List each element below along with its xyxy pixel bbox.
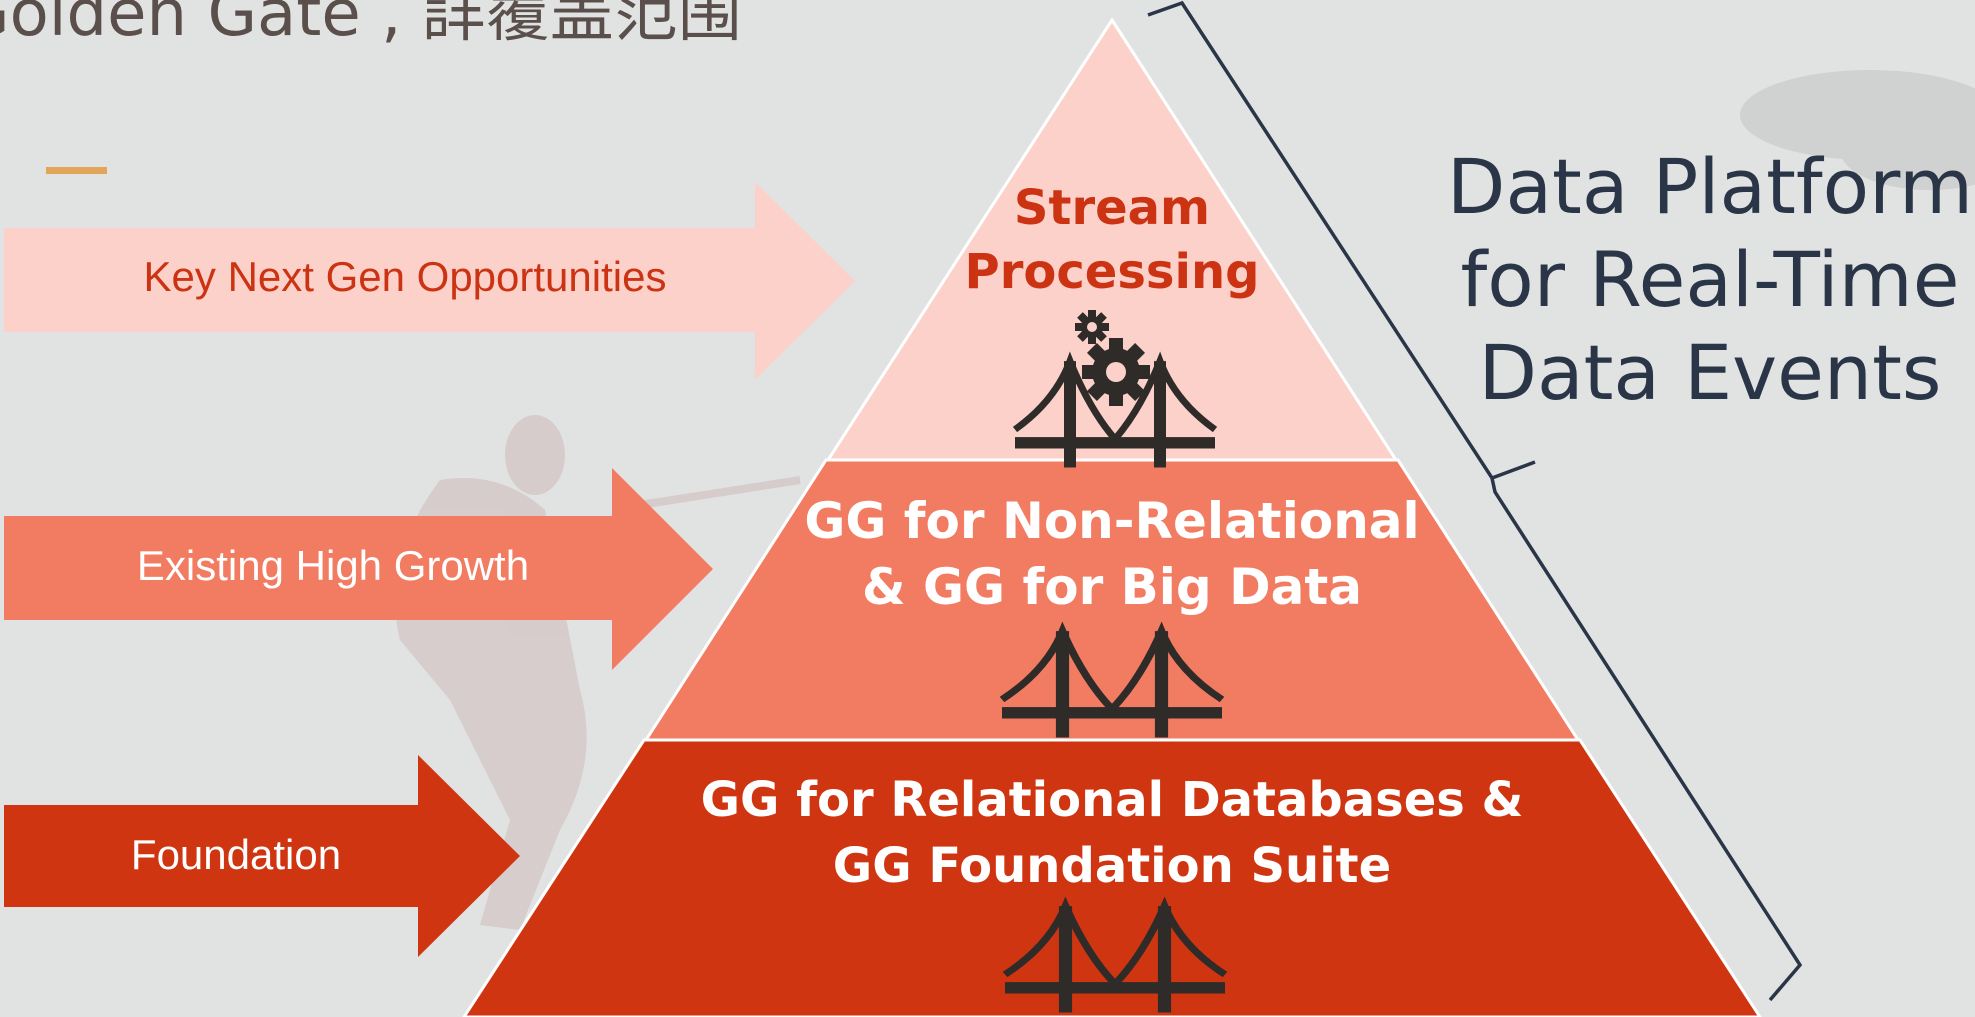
arrow-label-foundation: Foundation — [130, 831, 342, 878]
platform-line-1: Data Platform — [1446, 142, 1974, 231]
tier-middle-line-1: GG for Non-Relational — [804, 492, 1420, 550]
platform-caption: Data Platform for Real-Time Data Events — [1447, 140, 1973, 419]
arrow-label-next-gen: Key Next Gen Opportunities — [143, 253, 667, 300]
tier-bottom-label: GG for Relational Databases & GG Foundat… — [701, 767, 1524, 899]
tier-middle-line-2: & GG for Big Data — [861, 558, 1362, 616]
title-accent-bar — [46, 167, 107, 174]
arrow-next-gen — [4, 182, 855, 380]
tier-middle-label: GG for Non-Relational & GG for Big Data — [804, 488, 1419, 620]
tier-bottom-line-1: GG for Relational Databases & — [700, 772, 1524, 828]
platform-line-2: for Real-Time — [1460, 235, 1960, 324]
brace — [1147, 0, 1803, 1002]
arrow-foundation — [4, 755, 520, 957]
platform-line-3: Data Events — [1478, 328, 1942, 417]
arrow-high-growth — [4, 468, 713, 670]
background-texture — [1740, 70, 1975, 190]
arrow-label-high-growth: Existing High Growth — [136, 542, 530, 589]
tier-bottom-line-2: GG Foundation Suite — [832, 838, 1392, 894]
slide-title: Golden Gate , 詳覆盖范围 — [0, 0, 742, 51]
pyramid-tier-bottom — [462, 738, 1762, 1017]
tier-top-label: Stream Processing — [965, 176, 1260, 304]
tier-top-line-1: Stream — [1013, 180, 1211, 236]
tier-top-line-2: Processing — [964, 244, 1260, 300]
